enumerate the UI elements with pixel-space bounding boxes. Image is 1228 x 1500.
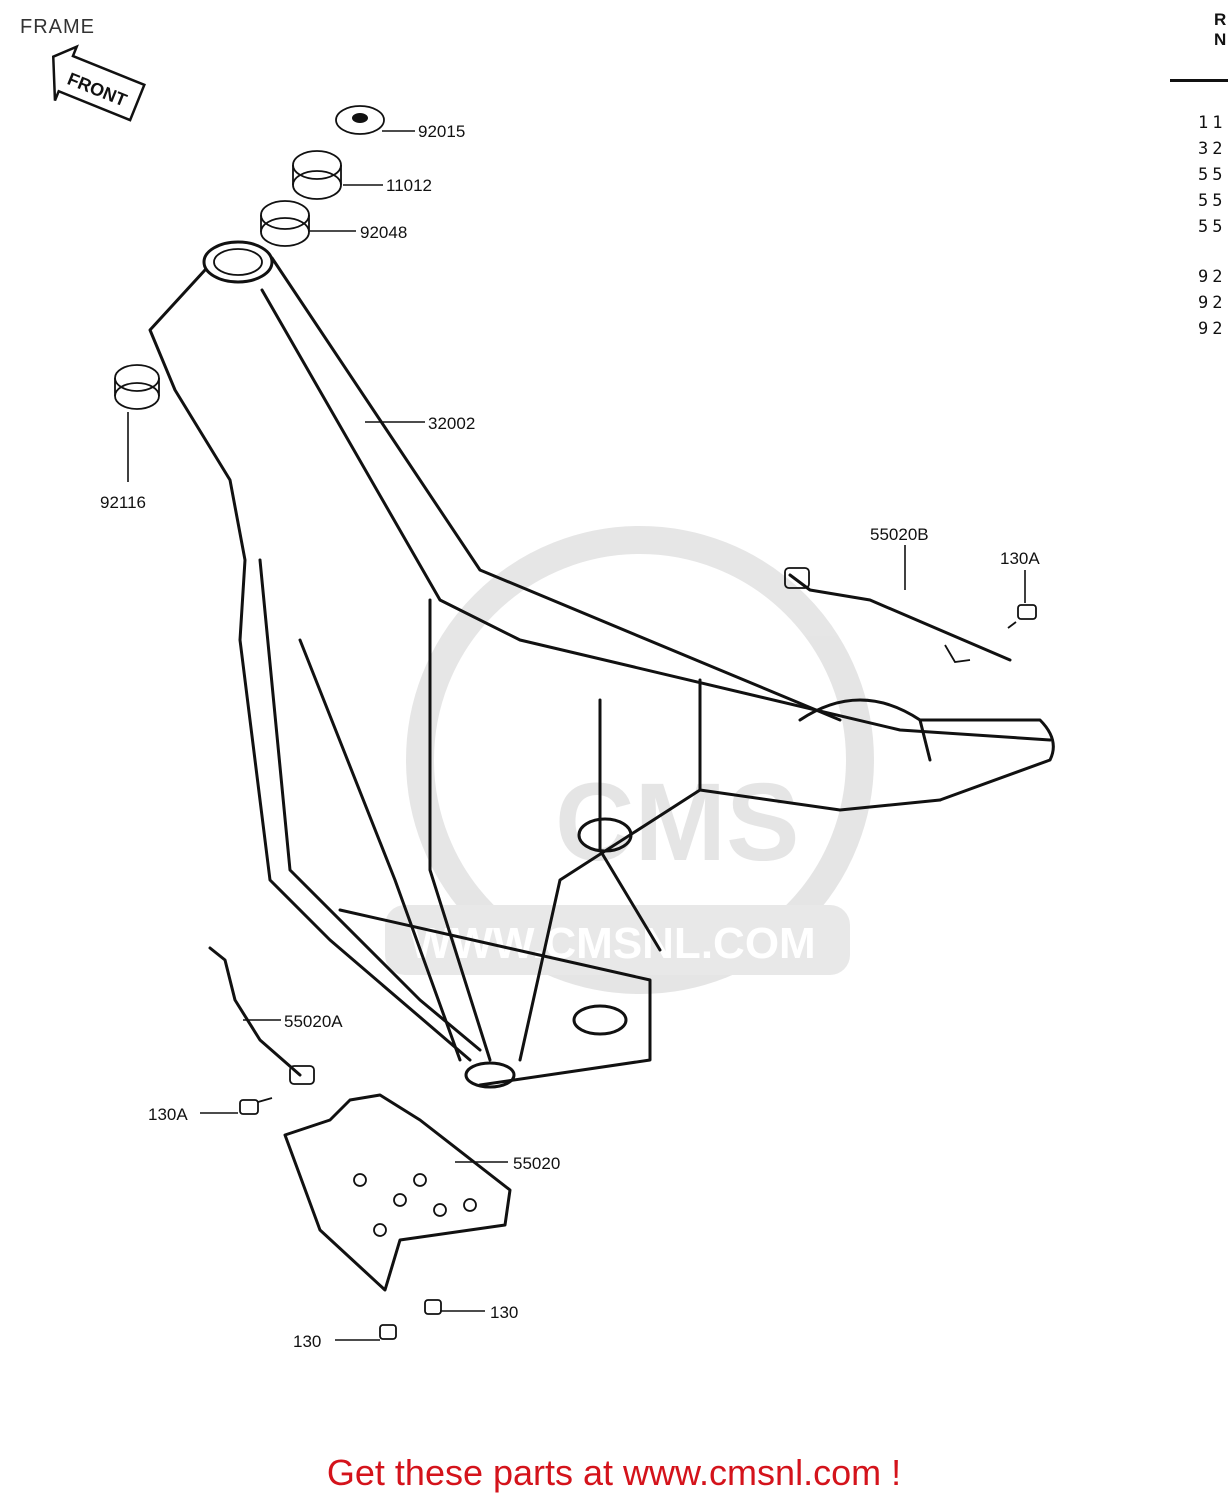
bracket-55020a-icon[interactable] <box>208 946 315 1085</box>
watermark: CMS WWW.CMSNL.COM <box>385 526 874 994</box>
ref-item[interactable]: 55 <box>1198 191 1227 211</box>
skid-plate-icon[interactable] <box>283 1093 512 1292</box>
diagram-title: FRAME <box>20 16 95 38</box>
steering-nut-icon[interactable] <box>335 105 385 135</box>
ref-item[interactable]: 11 <box>1198 113 1227 133</box>
callout-label[interactable]: 32002 <box>428 414 475 433</box>
ref-header-line: N <box>1214 30 1227 49</box>
callout-label[interactable]: 92048 <box>360 223 407 242</box>
callout-label[interactable]: 11012 <box>386 176 432 195</box>
callout-label[interactable]: 130 <box>293 1332 321 1351</box>
callout-label[interactable]: 55020 <box>513 1154 560 1173</box>
ref-number-column: 11 32 55 55 55 92 92 92 <box>1198 110 1228 342</box>
bearing-race-icon[interactable] <box>292 150 342 200</box>
ref-column-header: R N <box>1214 10 1226 50</box>
callout-label[interactable]: 55020B <box>870 525 929 544</box>
ref-header-line: R <box>1214 10 1227 29</box>
front-arrow-icon: FRONT <box>51 44 146 122</box>
watermark-logo: CMS <box>555 761 799 884</box>
bearing-seal-icon[interactable] <box>260 200 310 247</box>
bolt-icon[interactable] <box>239 1097 273 1115</box>
callout-label[interactable]: 130 <box>490 1303 518 1322</box>
callout-label[interactable]: 130A <box>1000 549 1040 568</box>
callout-label[interactable]: 130A <box>148 1105 188 1124</box>
ref-column-rule <box>1170 79 1228 82</box>
lower-bearing-icon[interactable] <box>114 364 160 410</box>
bolt-icon[interactable] <box>1007 604 1037 629</box>
callout-label[interactable]: 55020A <box>284 1012 343 1031</box>
main-frame-icon[interactable] <box>148 240 1055 1089</box>
ref-item[interactable]: 92 <box>1198 319 1227 339</box>
ref-item[interactable]: 92 <box>1198 293 1227 313</box>
ref-item[interactable]: 92 <box>1198 267 1227 287</box>
ref-item[interactable]: 55 <box>1198 217 1227 237</box>
callout-label[interactable]: 92116 <box>100 493 146 512</box>
ref-item[interactable]: 32 <box>1198 139 1227 159</box>
bolt-icon[interactable] <box>379 1324 397 1340</box>
bracket-55020b-icon[interactable] <box>784 567 1012 663</box>
promo-link[interactable]: Get these parts at www.cmsnl.com ! <box>326 1452 902 1493</box>
ref-item[interactable]: 55 <box>1198 165 1227 185</box>
watermark-url: WWW.CMSNL.COM <box>410 919 816 968</box>
bolt-icon[interactable] <box>424 1299 442 1315</box>
callout-label[interactable]: 92015 <box>418 122 465 141</box>
